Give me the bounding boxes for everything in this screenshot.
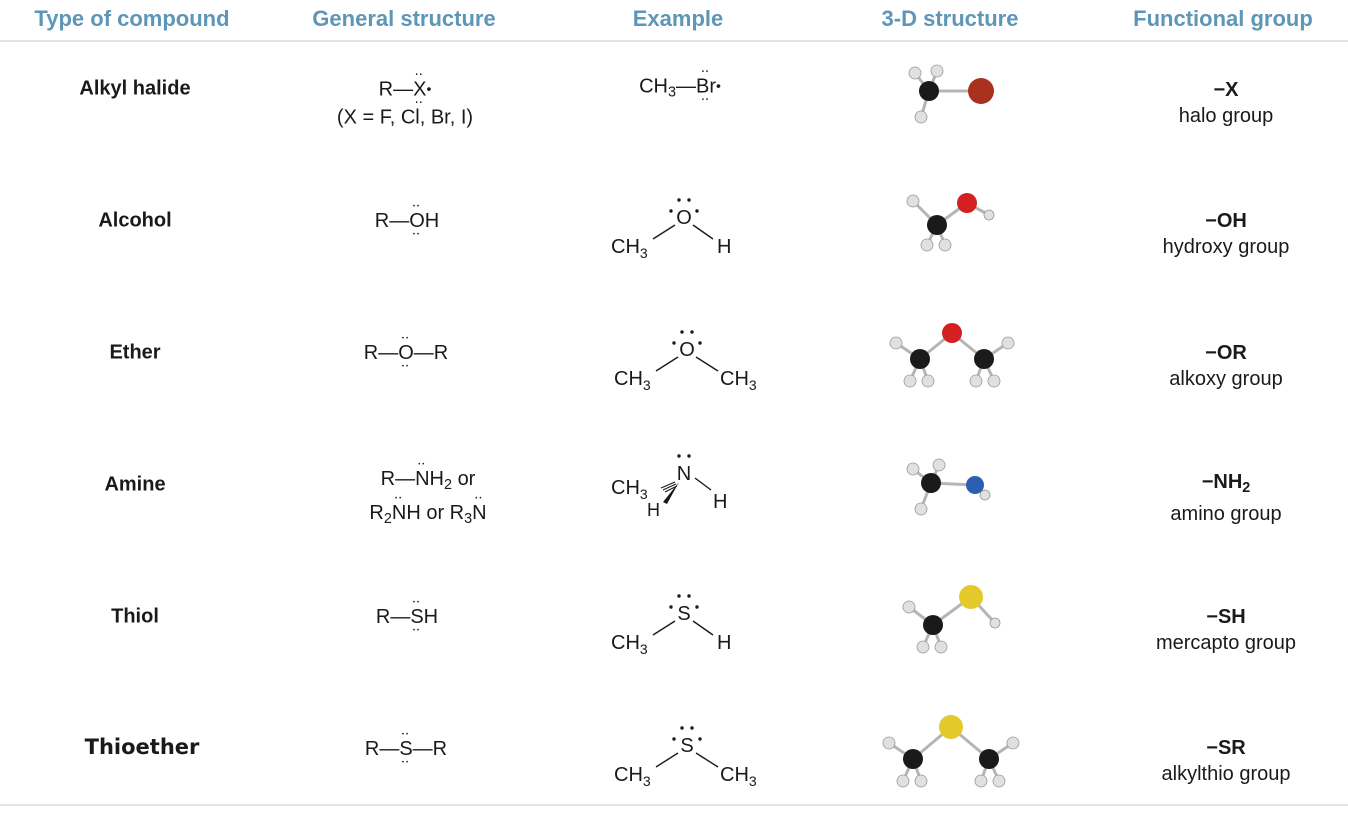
molecule-3d-model [906,458,991,516]
header-example: Example [632,6,724,31]
functional-group: −X halo group [1179,77,1274,129]
svg-text:S: S [680,735,693,757]
functional-group-formula: −NH2 [1201,470,1251,497]
svg-text:H: H [647,500,660,520]
compound-type: Thioether [84,735,200,759]
example-structure: CH3—Br• [639,71,721,106]
svg-text:CH3: CH3 [614,764,651,789]
compound-type: Ether [109,341,161,364]
compound-type: Thiol [111,605,159,628]
molecule-3d-model [902,585,1001,654]
table-header: Type of compound General structure Examp… [0,0,1348,42]
header-general-structure: General structure [312,6,496,31]
svg-text:S: S [677,603,690,625]
functional-group-name: alkylthio group [1161,763,1291,785]
header-3d-structure: 3-D structure [881,6,1019,31]
table-row: Alkyl halide R—X• (X = F, Cl, Br, I) CH3… [0,46,1348,178]
general-structure: R—O—R [364,339,448,367]
general-structure: R—S—R [365,735,447,763]
functional-group-name: hydroxy group [1162,236,1290,258]
functional-group: −SH mercapto group [1156,604,1296,656]
table-row: Thioether R—S—R CH3 S CH3 −SR alkylthio … [0,706,1348,838]
svg-text:CH3: CH3 [720,368,757,393]
svg-text:CH3: CH3 [611,632,648,657]
functional-group-formula: −OR [1205,342,1247,364]
table-row: Thiol R—SH CH3 S H −SH mercapto group [0,574,1348,706]
svg-text:N: N [677,463,691,485]
example-structure: CH3 O CH3 [614,330,757,393]
molecule-3d-model [882,715,1020,788]
compound-type: Amine [104,473,166,496]
molecule-3d-model [889,323,1015,388]
svg-text:O: O [676,207,692,229]
general-structure: R—NH2 or R2NH or R3N [369,465,486,533]
svg-text:O: O [679,339,695,361]
svg-text:H: H [713,491,727,513]
header-functional-group: Functional group [1133,6,1313,31]
table-row: Amine R—NH2 or R2NH or R3N CH3 N H H −NH… [0,442,1348,574]
svg-text:CH3: CH3 [611,236,648,261]
example-structure: CH3 S CH3 [614,726,757,789]
general-structure: R—X• (X = F, Cl, Br, I) [337,75,473,132]
svg-text:H: H [717,632,731,654]
table-row: Alcohol R—OH CH3 O H −OH hydroxy group [0,178,1348,310]
molecule-3d-model [906,193,995,252]
header-type-of-compound: Type of compound [34,6,230,31]
functional-group-formula: −X [1213,79,1239,101]
svg-text:CH3: CH3 [611,477,648,502]
functional-group-name: halo group [1178,105,1274,127]
functional-group: −OR alkoxy group [1169,340,1282,392]
svg-text:CH3: CH3 [614,368,651,393]
example-structure: CH3 N H H [611,454,727,520]
general-structure-note: (X = F, Cl, Br, I) [336,106,474,129]
example-structure: CH3 O H [611,198,731,261]
functional-group-name: amino group [1170,503,1282,526]
general-structure: R—OH [375,207,439,235]
functional-group: −NH2 amino group [1170,469,1281,527]
functional-group-formula: −OH [1205,210,1247,232]
functional-group: −SR alkylthio group [1162,735,1291,787]
functional-group-name: alkoxy group [1169,368,1283,390]
molecule-3d-model [908,64,994,124]
table-row: Ether R—O—R CH3 O CH3 −OR alkoxy group [0,310,1348,442]
functional-group-formula: −SH [1206,606,1246,628]
compound-type: Alkyl halide [79,77,191,100]
svg-text:CH3: CH3 [720,764,757,789]
functional-group: −OH hydroxy group [1163,208,1290,260]
functional-group-name: mercapto group [1155,632,1297,654]
functional-group-formula: −SR [1206,737,1246,759]
table-bottom-border [0,804,1348,806]
compound-type: Alcohol [98,209,172,232]
example-structure: CH3 S H [611,594,731,657]
general-structure: R—SH [376,603,438,631]
svg-text:H: H [717,236,731,258]
